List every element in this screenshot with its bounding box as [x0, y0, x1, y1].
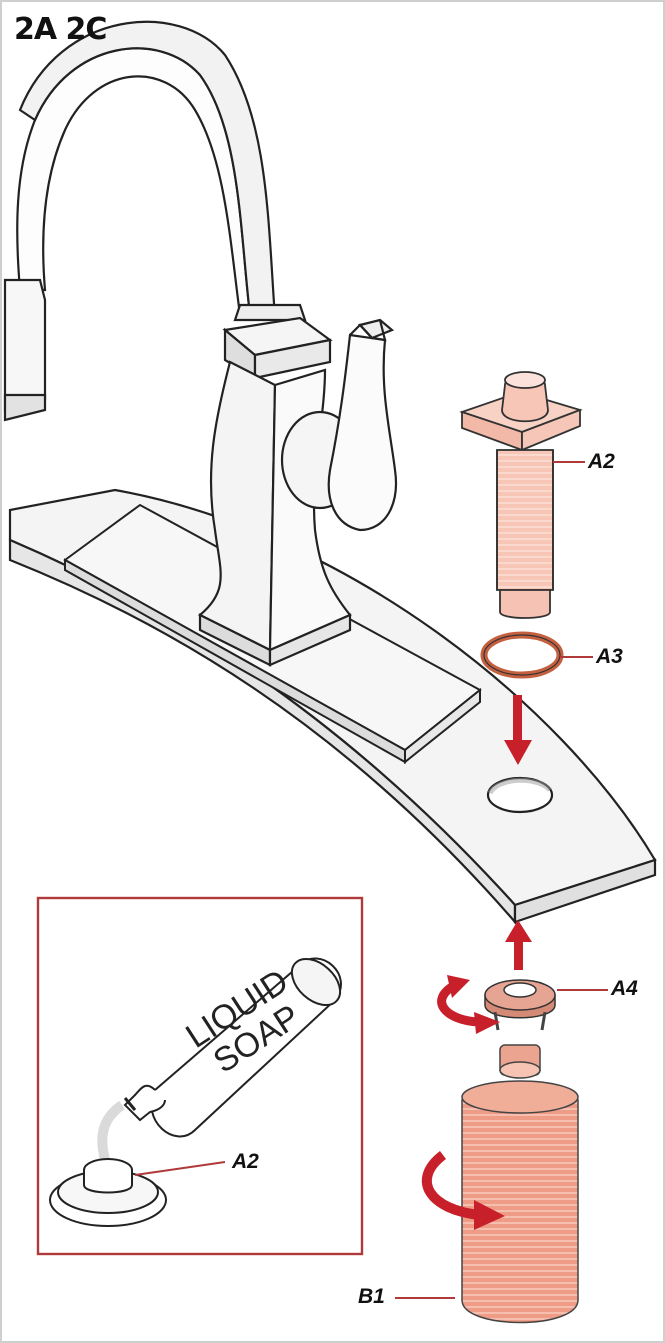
faucet	[3, 20, 398, 667]
inset-soap-bottle	[123, 957, 342, 1138]
rotate-arrow-nut	[437, 981, 479, 1027]
inset-a2-top	[49, 1158, 167, 1227]
arrow-up	[505, 920, 532, 970]
part-a4-nut	[484, 979, 556, 1031]
soap-stream	[97, 1100, 126, 1162]
callout-a4: A4	[611, 977, 638, 1000]
step-label: 2A 2C	[14, 12, 107, 47]
part-b1-bottle	[461, 1044, 579, 1324]
arrow-down	[504, 695, 532, 765]
callout-a3: A3	[596, 645, 623, 668]
leader-lines	[134, 461, 608, 1299]
part-a2-pump	[459, 371, 583, 619]
callout-b1: B1	[358, 1285, 385, 1308]
callout-a2: A2	[588, 450, 615, 473]
part-a3-ring	[480, 631, 564, 679]
callout-a2-inset: A2	[232, 1150, 259, 1173]
rotate-arrow-bottle	[421, 1151, 481, 1220]
